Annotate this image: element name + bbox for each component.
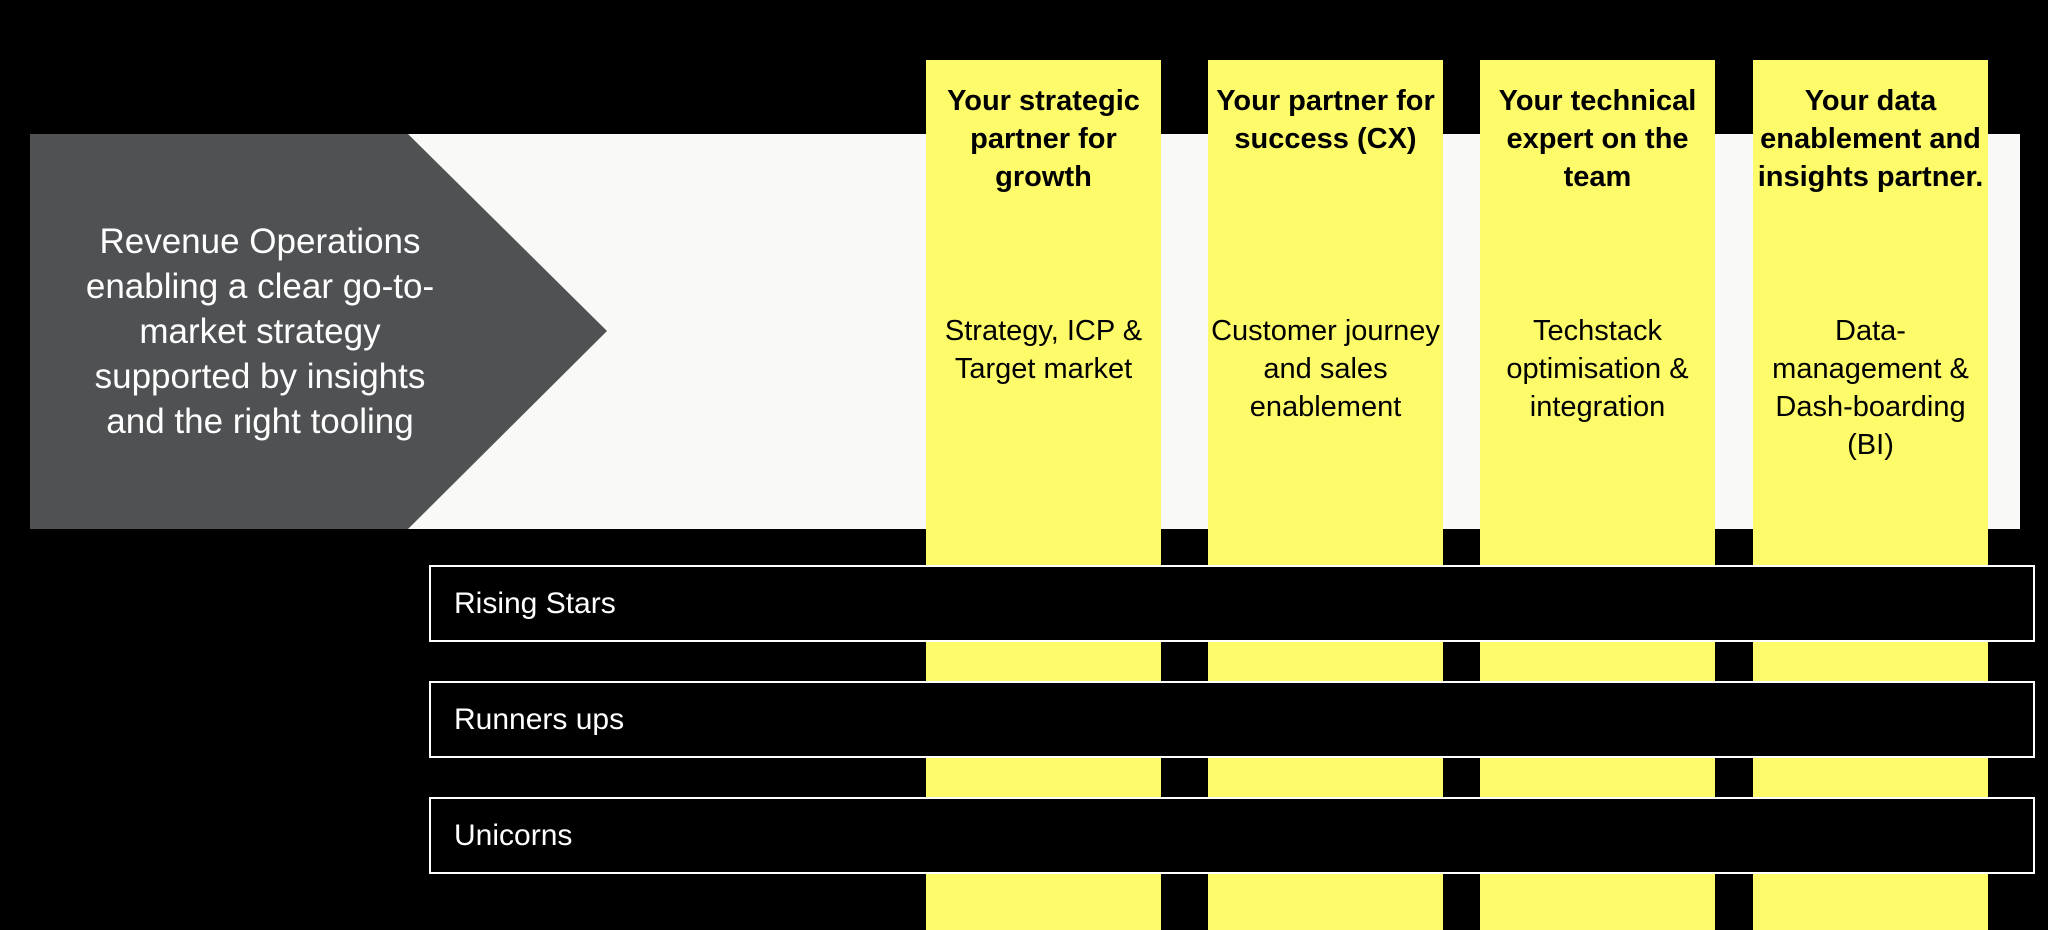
column-title: Your partner for success (CX) xyxy=(1216,85,1435,155)
column-title: Your technical expert on the team xyxy=(1498,85,1697,193)
tier-label: Unicorns xyxy=(454,818,573,852)
column-title: Your data enablement and insights partne… xyxy=(1757,85,1984,193)
tier-label: Rising Stars xyxy=(454,586,616,620)
column-data-partner: Your data enablement and insights partne… xyxy=(1753,60,1988,930)
arrow-label: Revenue Operations enabling a clear go-t… xyxy=(85,222,435,441)
column-subtitle: Customer journey and sales enablement xyxy=(1211,315,1440,423)
arrow-shape xyxy=(30,134,607,529)
column-subtitle: Data-management & Dash-boarding (BI) xyxy=(1772,315,1969,461)
column-title: Your strategic partner for growth xyxy=(947,85,1140,193)
tier-label: Runners ups xyxy=(454,702,625,736)
tier-unicorns: Unicorns xyxy=(429,797,2035,874)
tier-rising-stars: Rising Stars xyxy=(429,565,2035,642)
revops-arrow: Revenue Operations enabling a clear go-t… xyxy=(30,134,607,529)
column-strategic-partner: Your strategic partner for growth Strate… xyxy=(926,60,1161,930)
column-technical-expert: Your technical expert on the team Techst… xyxy=(1480,60,1715,930)
column-subtitle: Techstack optimisation & integration xyxy=(1506,315,1689,423)
column-subtitle: Strategy, ICP & Target market xyxy=(944,315,1143,385)
column-success-partner: Your partner for success (CX) Customer j… xyxy=(1208,60,1443,930)
tier-runners-ups: Runners ups xyxy=(429,681,2035,758)
